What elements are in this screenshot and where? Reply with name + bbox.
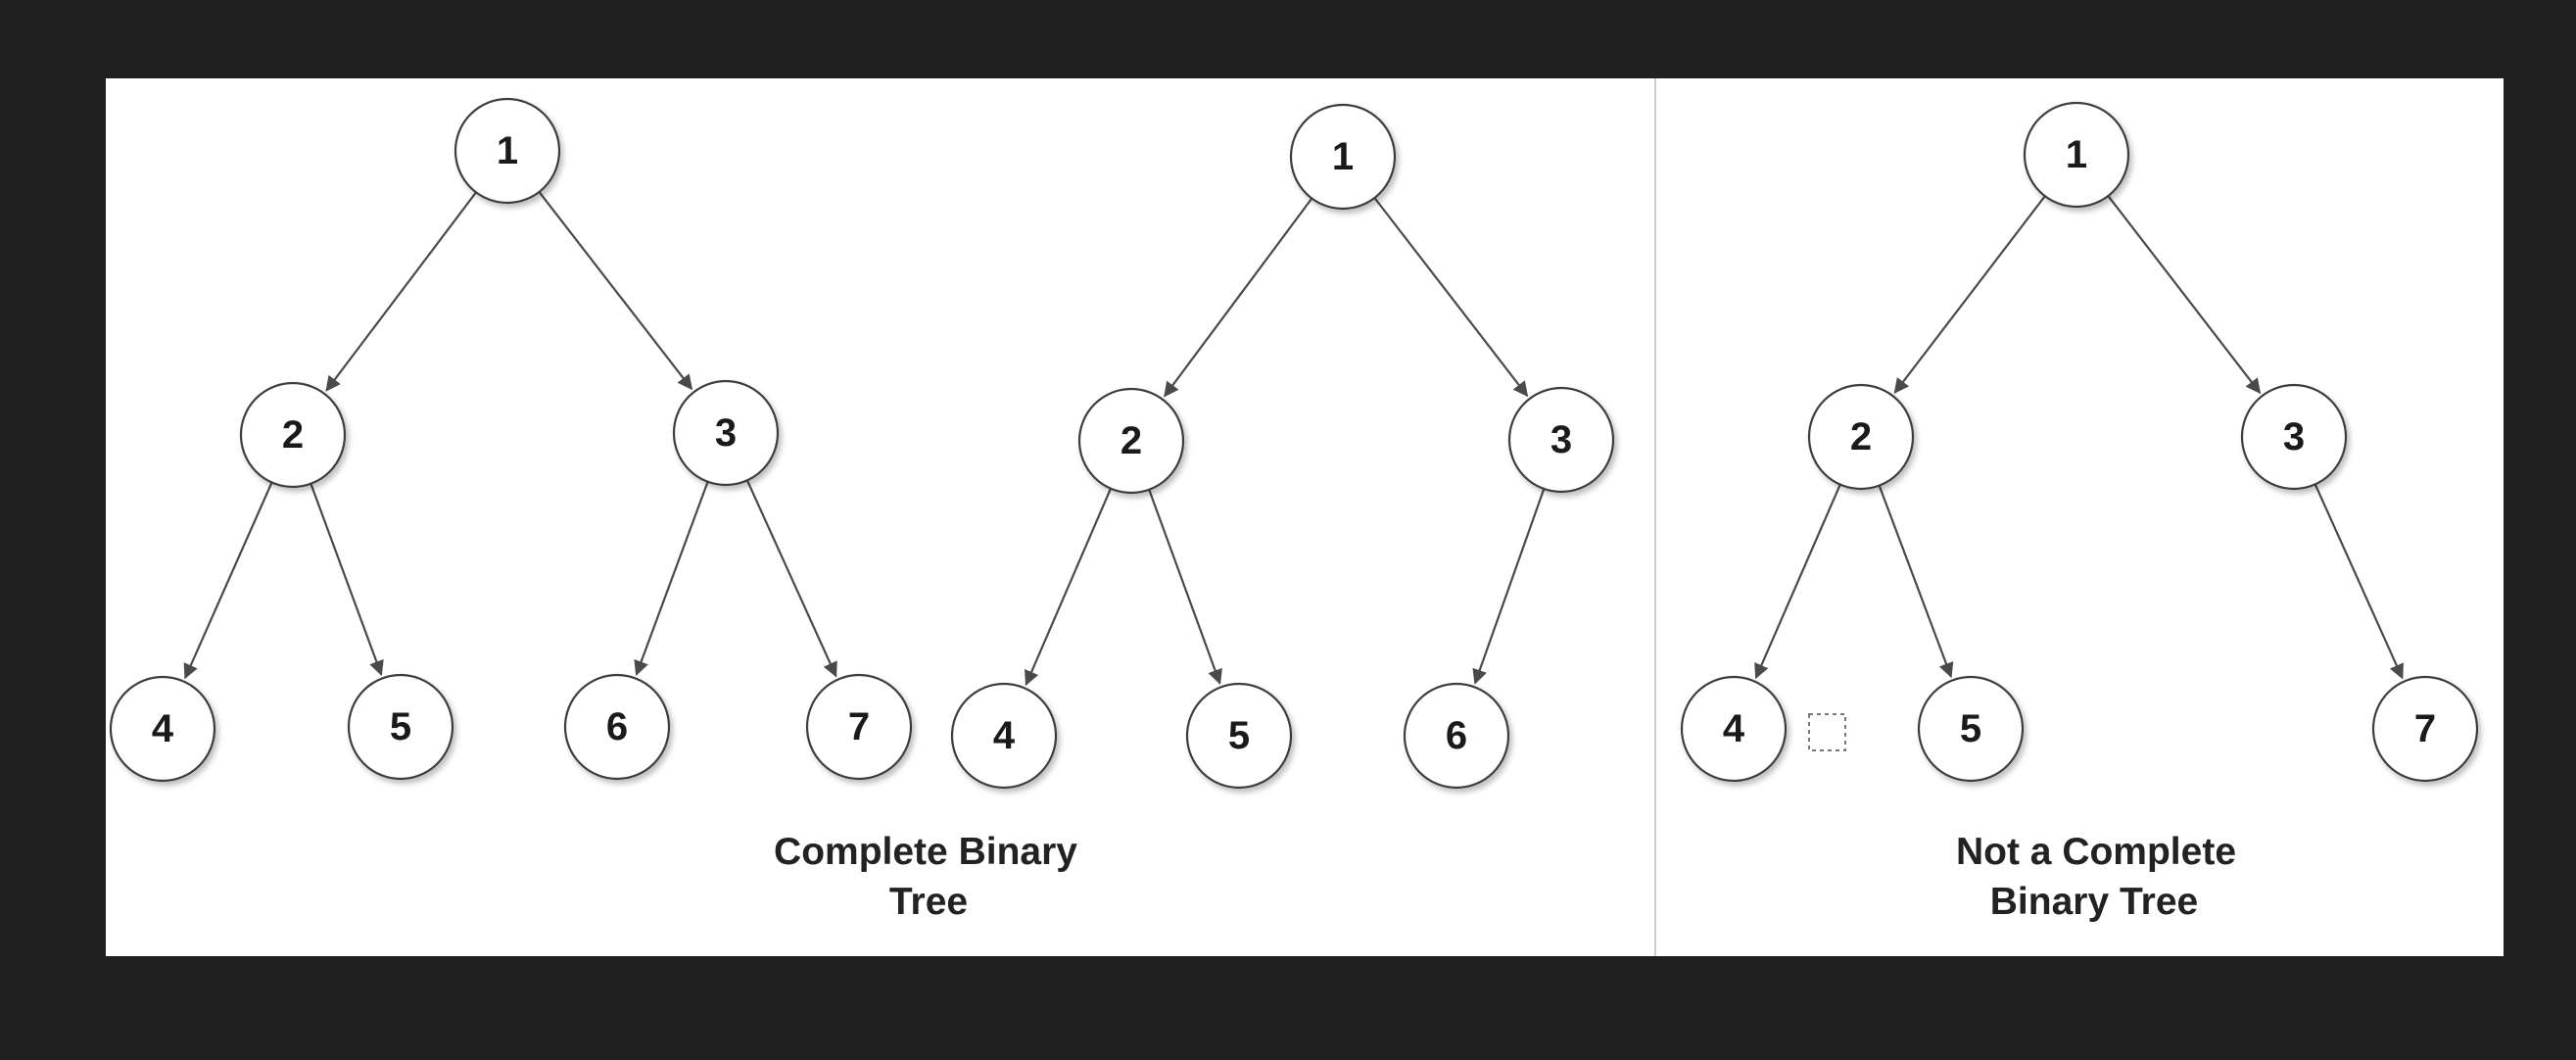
- tree-node-label: 3: [2283, 415, 2305, 458]
- tree-node: 2: [1077, 387, 1185, 495]
- tree-node-circle: [1507, 386, 1615, 494]
- tree-node-label: 1: [1332, 135, 1354, 178]
- tree-node-circle: [563, 673, 671, 781]
- tree-node-label: 6: [1446, 714, 1467, 757]
- tree-node: 7: [805, 673, 913, 781]
- tree-node-circle: [1403, 682, 1510, 790]
- tree-node-label: 1: [497, 129, 518, 172]
- tree-node: 4: [950, 682, 1058, 790]
- tree-node-circle: [2371, 675, 2479, 783]
- edges-layer: [183, 189, 2404, 687]
- tree-node: 1: [1289, 103, 1397, 211]
- tree-node-circle: [239, 381, 347, 489]
- tree-node: 5: [1917, 675, 2025, 783]
- tree-node-circle: [1289, 103, 1397, 211]
- tree-node: 2: [1807, 383, 1915, 491]
- tree-node-label: 4: [993, 714, 1016, 757]
- tree-node: 5: [347, 673, 454, 781]
- tree-edge: [2106, 193, 2262, 395]
- caption-not-complete-line1: Not a Complete: [1956, 831, 2236, 873]
- tree-node-label: 4: [152, 707, 174, 750]
- caption-not-complete-line2: Binary Tree: [1990, 881, 2198, 923]
- tree-node-label: 2: [1121, 419, 1142, 462]
- tree-node-label: 5: [1228, 714, 1250, 757]
- tree-node-label: 5: [1960, 707, 1981, 750]
- tree-node-label: 7: [848, 705, 870, 748]
- tree-edge: [1372, 195, 1529, 398]
- tree-node-label: 4: [1723, 707, 1745, 750]
- tree-node-label: 2: [1850, 415, 1872, 458]
- tree-node: 1: [453, 97, 561, 205]
- tree-node: 4: [1680, 675, 1788, 783]
- tree-node: 7: [2371, 675, 2479, 783]
- tree-node-label: 2: [282, 413, 304, 457]
- tree-node-circle: [347, 673, 454, 781]
- tree-edge: [1472, 486, 1547, 685]
- tree-edge: [1893, 193, 2047, 394]
- tree-node-circle: [2023, 101, 2130, 209]
- caption-complete-line2: Tree: [889, 881, 968, 923]
- tree-node-circle: [453, 97, 561, 205]
- tree-edge: [1164, 196, 1314, 398]
- tree-edge: [1877, 483, 1954, 679]
- empty-slot-marker: [1808, 713, 1846, 751]
- tree-node-circle: [1185, 682, 1293, 790]
- tree-node: 6: [563, 673, 671, 781]
- tree-edge: [2313, 482, 2404, 680]
- tree-node-circle: [1917, 675, 2025, 783]
- tree-edge: [1025, 486, 1113, 687]
- tree-node-label: 7: [2414, 707, 2436, 750]
- tree-node-label: 6: [606, 705, 628, 748]
- tree-node-label: 5: [390, 705, 411, 748]
- tree-node-circle: [805, 673, 913, 781]
- tree-edge: [309, 481, 384, 676]
- tree-node: 3: [2240, 383, 2348, 491]
- tree-edge: [745, 477, 837, 678]
- tree-node: 2: [239, 381, 347, 489]
- tree-node: 5: [1185, 682, 1293, 790]
- tree-node: 6: [1403, 682, 1510, 790]
- tree-node: 3: [672, 379, 780, 487]
- tree-node-circle: [950, 682, 1058, 790]
- caption-complete-line1: Complete Binary: [774, 831, 1077, 873]
- tree-edge: [325, 190, 479, 392]
- tree-edge: [1147, 487, 1222, 685]
- tree-edge: [183, 480, 274, 680]
- tree-edge: [1754, 482, 1842, 680]
- tree-edge: [537, 189, 693, 391]
- tree-node-circle: [672, 379, 780, 487]
- tree-node-circle: [1807, 383, 1915, 491]
- tree-node-label: 1: [2066, 133, 2087, 176]
- tree-node-label: 3: [715, 411, 737, 455]
- tree-node: 1: [2023, 101, 2130, 209]
- tree-node-circle: [1680, 675, 1788, 783]
- tree-node: 4: [109, 675, 216, 783]
- figure-panel: [106, 78, 2504, 956]
- tree-node-circle: [1077, 387, 1185, 495]
- tree-node: 3: [1507, 386, 1615, 494]
- tree-node-circle: [109, 675, 216, 783]
- nodes-layer: 1 2 3 4 5 6 7 1 2 3 4 5 6 1 2 3 4 5 7: [109, 97, 2479, 790]
- tree-node-label: 3: [1550, 418, 1572, 461]
- tree-node-circle: [2240, 383, 2348, 491]
- tree-edge: [634, 479, 710, 676]
